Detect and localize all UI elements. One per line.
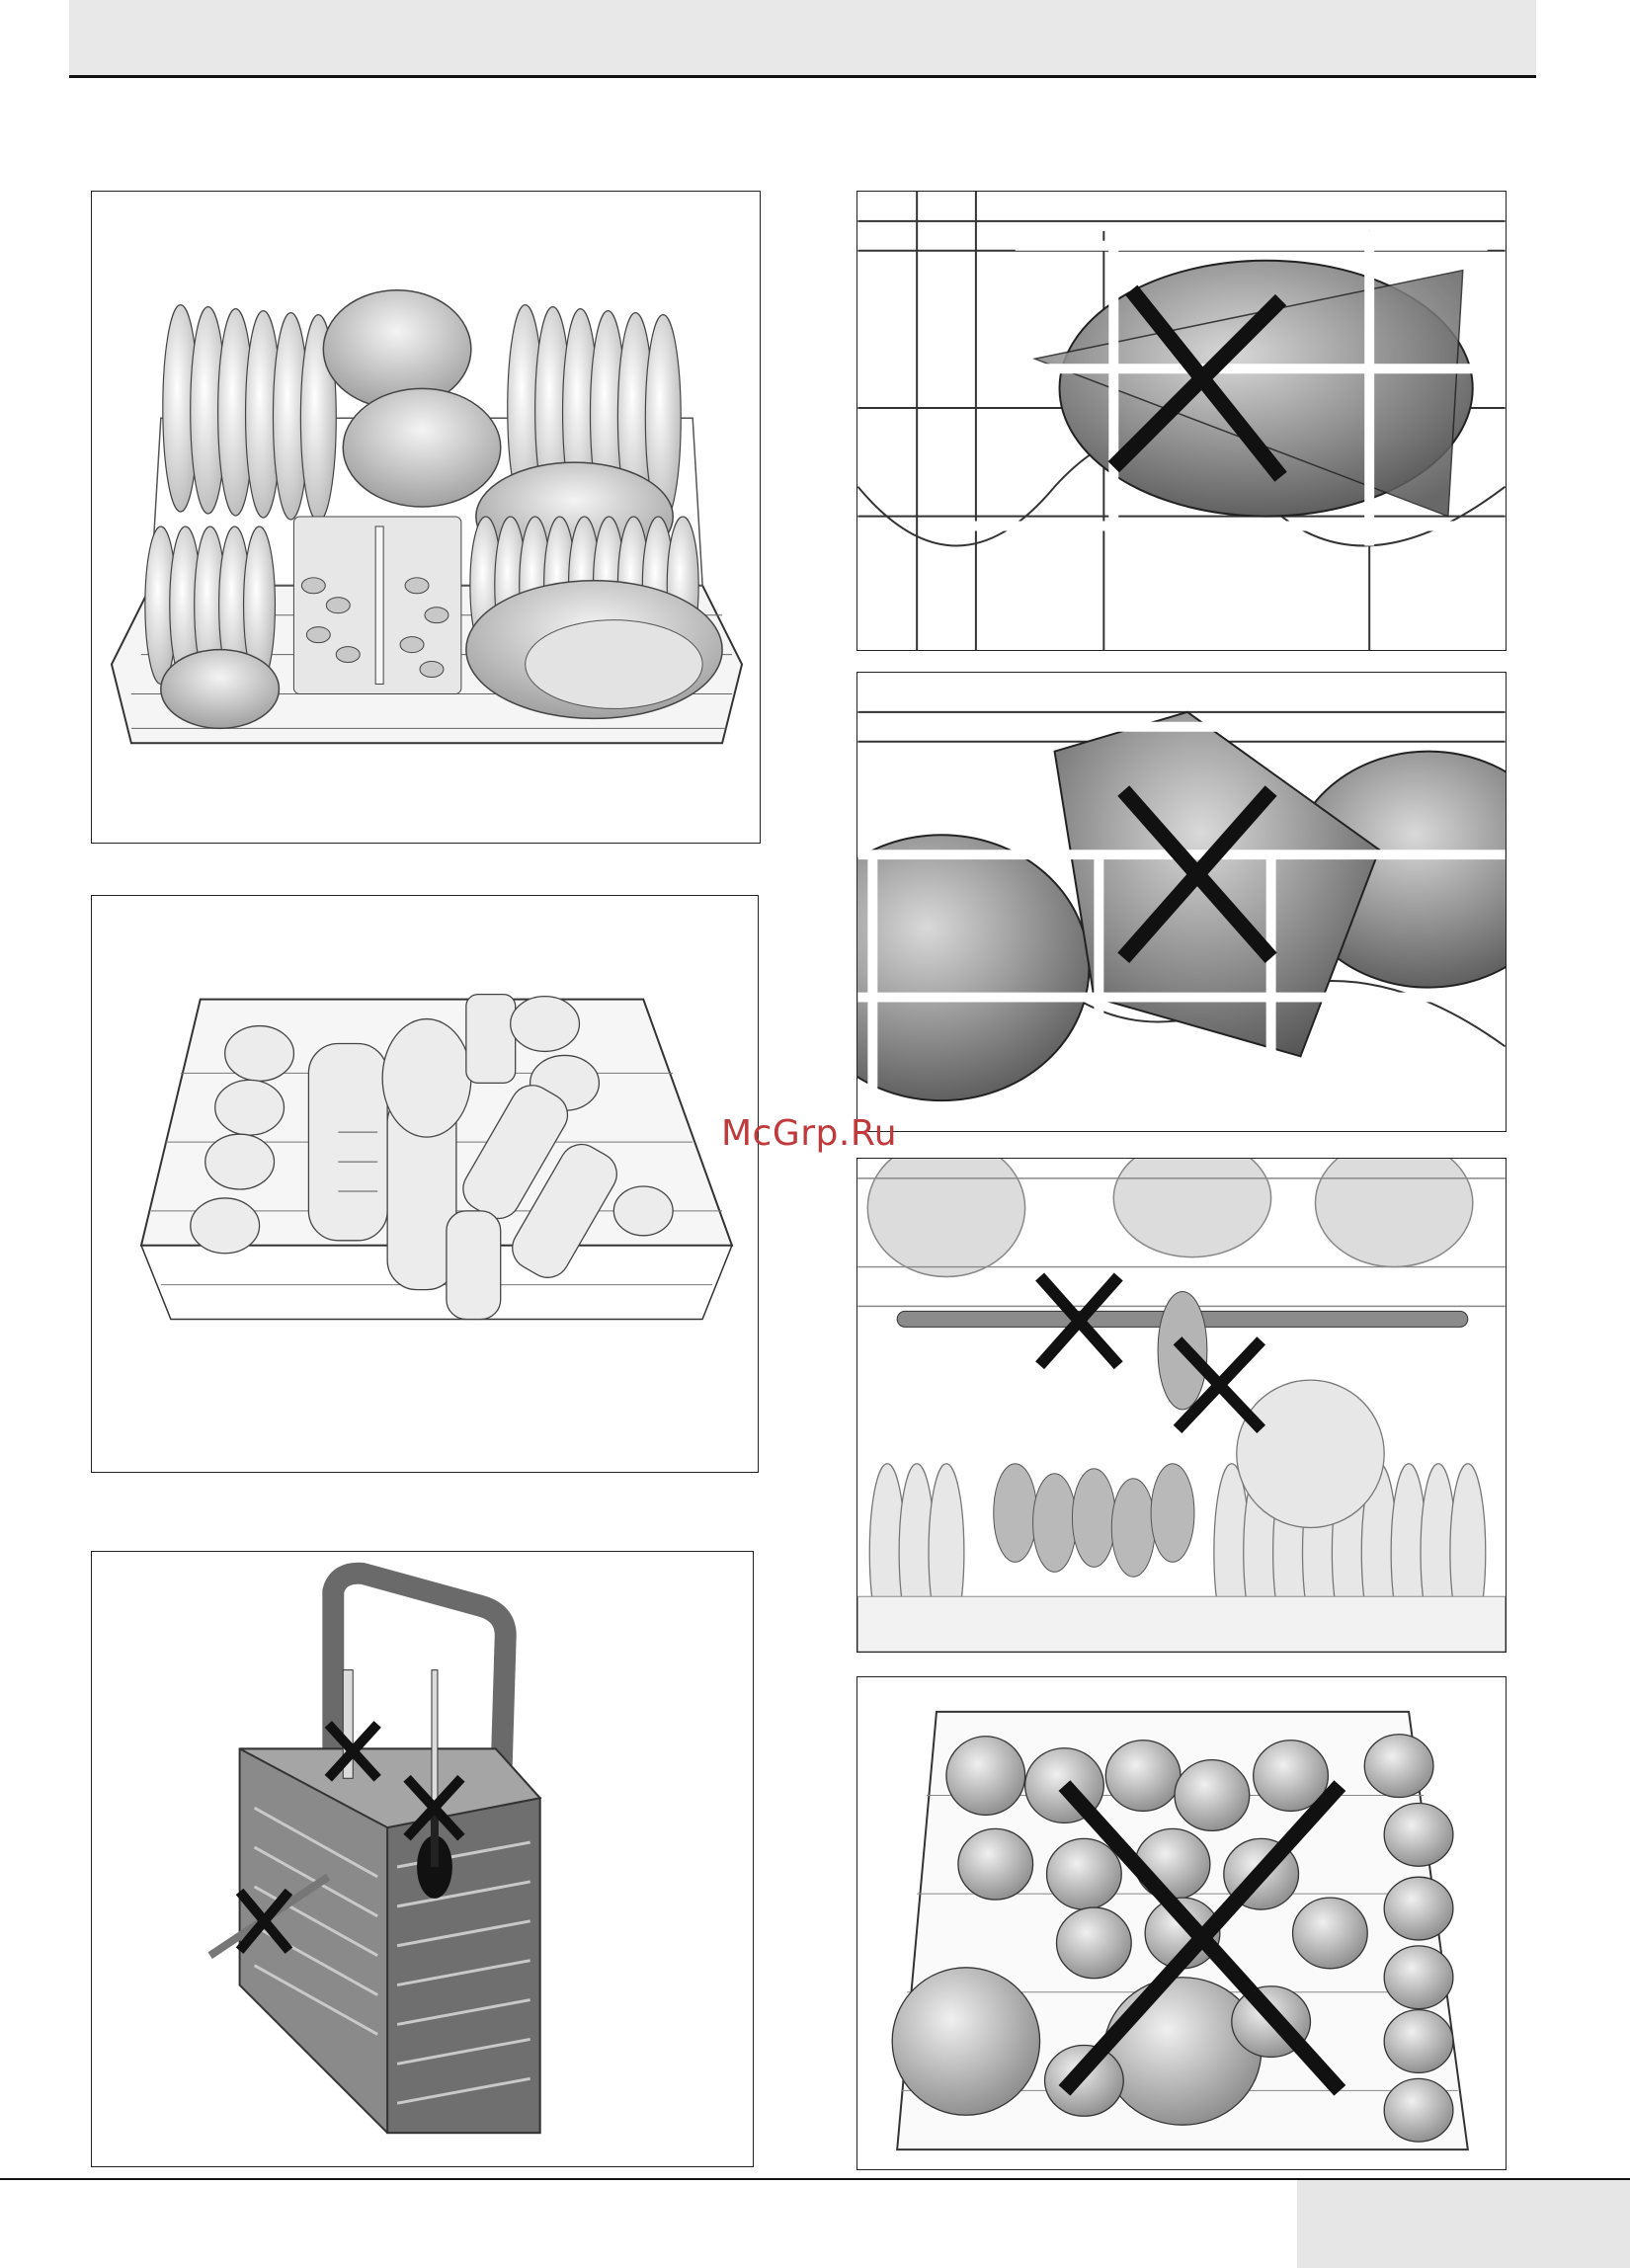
- wrong-overloaded-rack-illustration: [857, 1677, 1506, 2169]
- footer-page-tab: [1297, 2180, 1630, 2268]
- wrong-large-bowl-illustration: [857, 673, 1506, 1131]
- cutlery-basket-illustration: [92, 1552, 753, 2166]
- wrong-bowls-figure: [856, 191, 1507, 651]
- wrong-overloaded-rack-figure: [856, 1676, 1507, 2170]
- cutlery-basket-figure: [91, 1551, 754, 2167]
- watermark: McGrp.Ru: [721, 1113, 897, 1154]
- wrong-spray-arm-figure: [856, 1158, 1507, 1653]
- lower-rack-illustration: [92, 192, 760, 843]
- upper-rack-illustration: [92, 896, 758, 1472]
- upper-rack-figure: [91, 895, 759, 1473]
- wrong-large-bowl-figure: [856, 672, 1507, 1132]
- header-band: [69, 0, 1536, 76]
- wrong-spray-arm-illustration: [857, 1159, 1506, 1652]
- header-rule: [69, 75, 1536, 78]
- lower-rack-figure: [91, 191, 761, 844]
- wrong-bowls-illustration: [857, 192, 1506, 650]
